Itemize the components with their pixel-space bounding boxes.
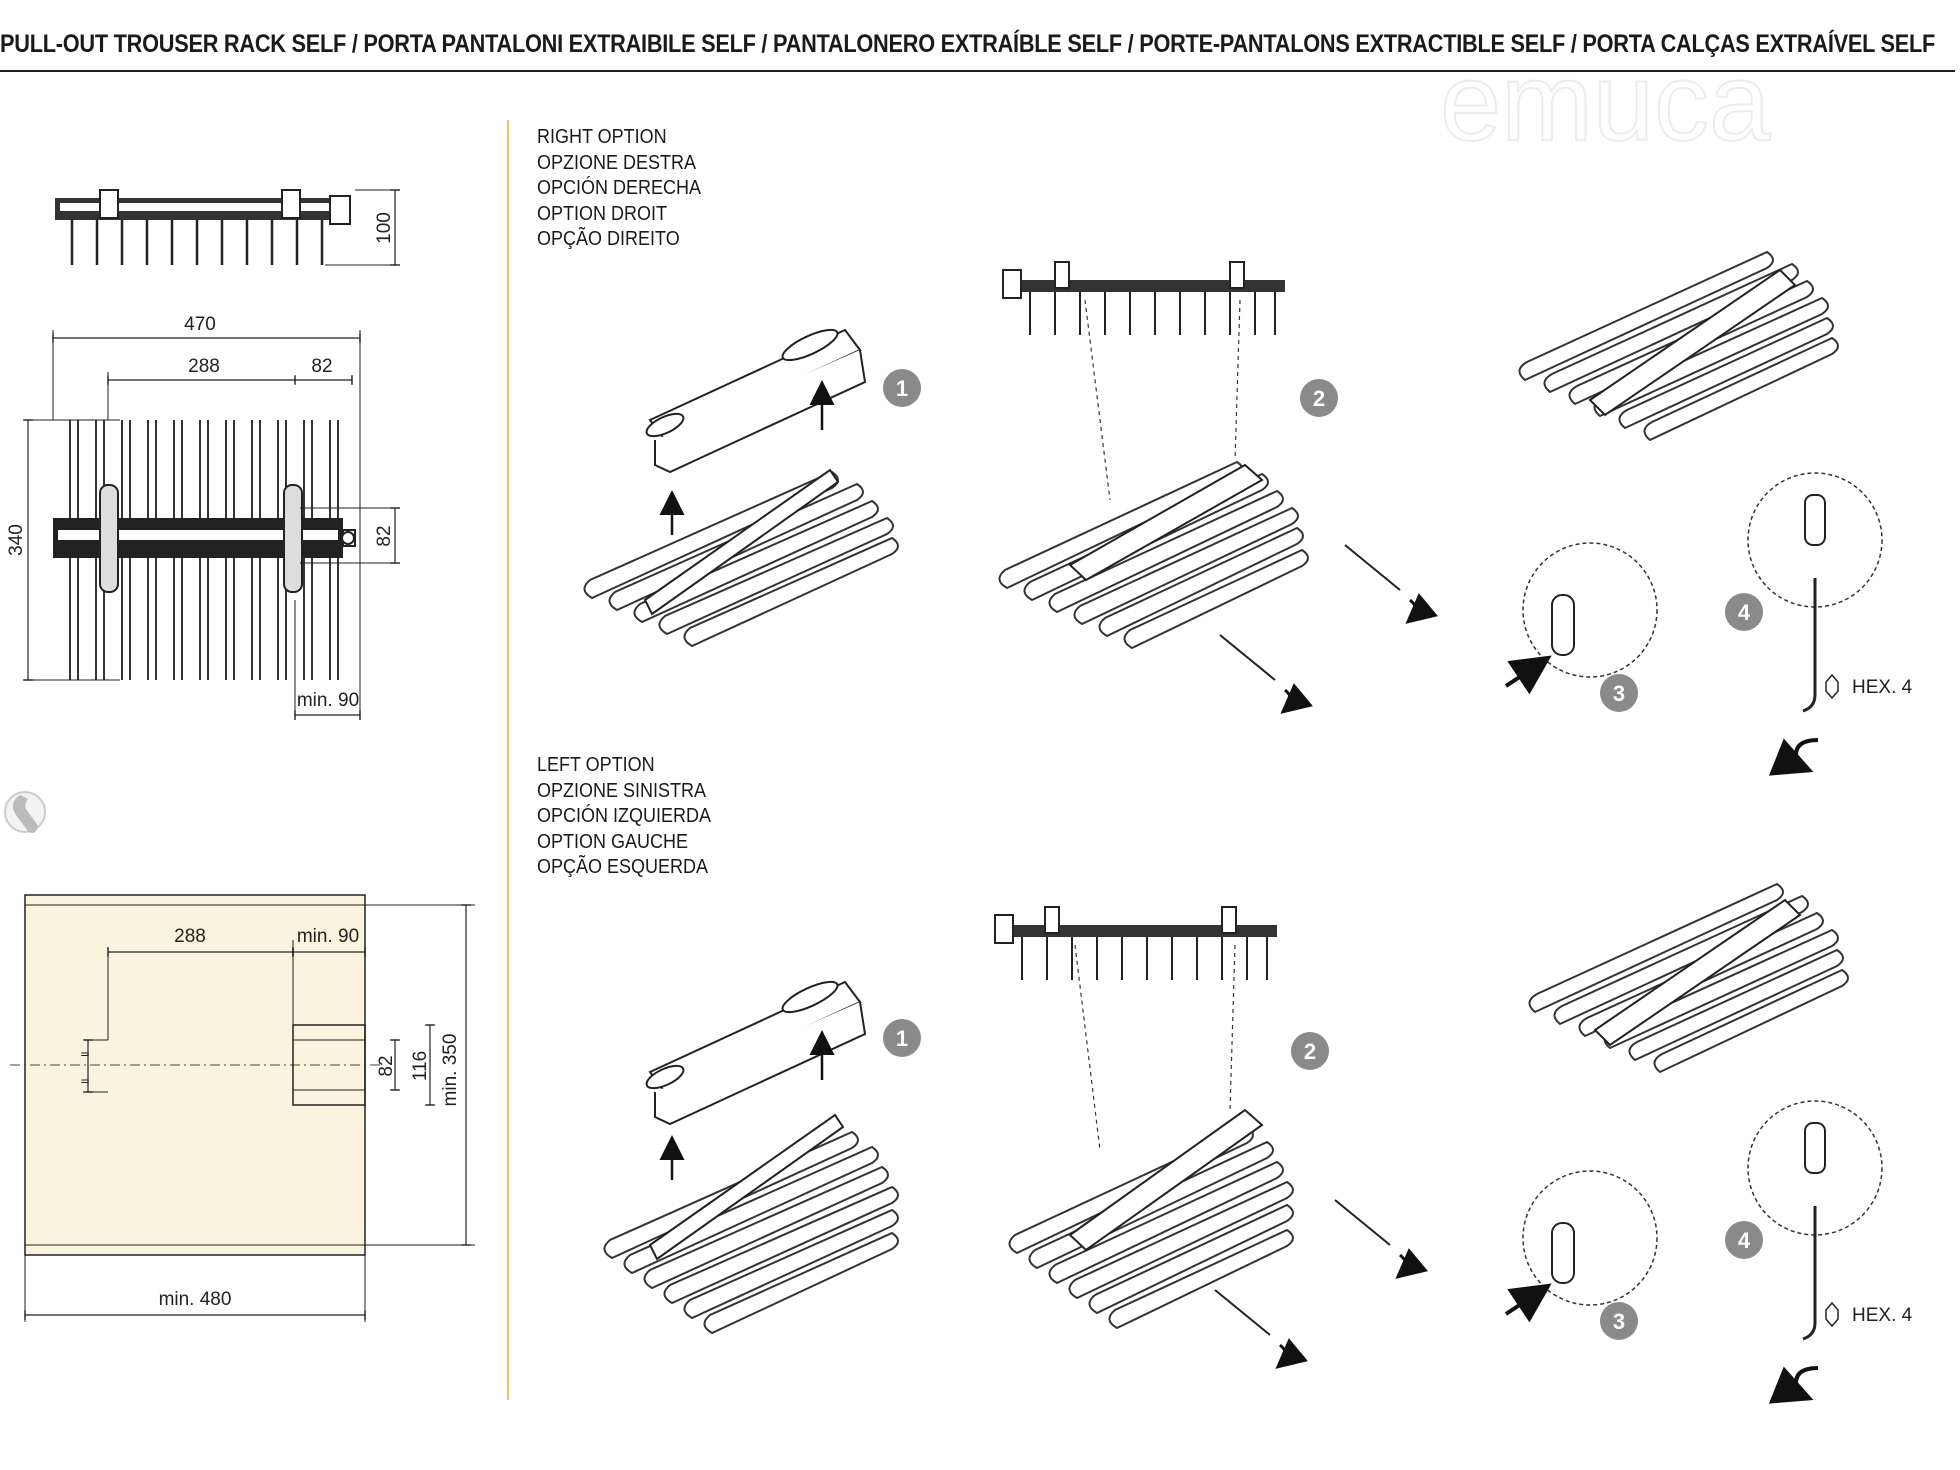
hex-key-icon	[1802, 578, 1817, 713]
step-3-4-illustration: HEX. 4	[1504, 882, 1913, 1404]
dim-cabinet-min-height: min. 350	[440, 1034, 461, 1107]
left-option-labels: LEFT OPTION OPZIONE SINISTRA OPCIÓN IZQU…	[537, 753, 711, 881]
section-divider	[507, 120, 509, 1400]
step-badge: 1	[883, 1019, 921, 1057]
rotate-arrow-icon	[1768, 738, 1819, 776]
dim-offset: 82	[311, 356, 332, 377]
option-label: OPCIÓN DERECHA	[537, 177, 702, 199]
step-badge: 2	[1300, 379, 1338, 417]
option-label: RIGHT OPTION	[537, 126, 667, 148]
dim-depth: 340	[6, 524, 27, 556]
step-2-illustration	[998, 261, 1439, 714]
option-label: OPÇÃO ESQUERDA	[537, 856, 709, 878]
cabinet-panel-drawing: 288 min. 90 = = 82 116 min. 350 min. 480	[10, 894, 475, 1322]
step-badge: 3	[1600, 674, 1638, 712]
svg-text:=: =	[80, 1047, 90, 1061]
watermark-logo: emuca	[1440, 41, 1771, 164]
rack-side-view: 100	[55, 189, 400, 266]
option-label: OPCIÓN IZQUIERDA	[537, 805, 712, 827]
svg-text:1: 1	[896, 376, 908, 401]
svg-text:3: 3	[1613, 1309, 1625, 1334]
option-label: OPZIONE SINISTRA	[537, 779, 707, 802]
svg-text:3: 3	[1613, 681, 1625, 706]
header-rule	[0, 70, 1955, 72]
dim-width: 470	[184, 314, 216, 335]
dim-spacing: 288	[188, 356, 220, 377]
dim-cabinet-hole: 82	[376, 1055, 397, 1076]
svg-text:1: 1	[896, 1026, 908, 1051]
hex-key-icon	[1825, 673, 1839, 700]
dim-cabinet-min-width: min. 480	[159, 1289, 232, 1310]
svg-text:=: =	[80, 1074, 90, 1088]
right-option-labels: RIGHT OPTION OPZIONE DESTRA OPCIÓN DEREC…	[537, 125, 701, 253]
hex-key-icon	[1802, 1206, 1817, 1341]
page-title: PULL-OUT TROUSER RACK SELF / PORTA PANTA…	[0, 30, 1936, 58]
step-badge: 4	[1725, 1221, 1763, 1259]
option-label: OPTION DROIT	[537, 202, 668, 225]
rack-plan-view: 470 288 82 340	[6, 314, 400, 720]
tool-label: HEX. 4	[1852, 1305, 1913, 1326]
option-label: OPTION GAUCHE	[537, 830, 689, 853]
option-label: LEFT OPTION	[537, 754, 655, 776]
svg-text:4: 4	[1738, 600, 1751, 625]
right-option-steps: HEX. 4	[583, 250, 1913, 776]
tool-label: HEX. 4	[1852, 677, 1913, 698]
step-badge: 3	[1600, 1302, 1638, 1340]
left-option-steps: HEX. 4	[603, 882, 1913, 1404]
step-2-illustration	[994, 906, 1429, 1369]
dim-cabinet-min-side: min. 90	[297, 926, 359, 947]
svg-text:2: 2	[1313, 386, 1325, 411]
hex-key-icon	[1825, 1301, 1839, 1328]
step-badge: 2	[1291, 1032, 1329, 1070]
dim-min-side: min. 90	[297, 690, 359, 711]
option-label: OPZIONE DESTRA	[537, 151, 697, 174]
rotate-arrow-icon	[1768, 1366, 1819, 1404]
dim-cabinet-spacing: 288	[174, 926, 206, 947]
step-1-illustration	[603, 980, 899, 1335]
step-badges: 1 2 3 4 1 2 3 4	[883, 369, 1763, 1340]
svg-text:2: 2	[1304, 1039, 1316, 1064]
svg-text:4: 4	[1738, 1228, 1751, 1253]
step-1-illustration	[583, 328, 899, 648]
step-badge: 4	[1725, 593, 1763, 631]
dim-rail: 82	[374, 525, 395, 546]
step-3-4-illustration: HEX. 4	[1504, 250, 1913, 776]
dim-height: 100	[374, 212, 395, 244]
wrench-icon	[4, 791, 46, 833]
dim-cabinet-hole-outer: 116	[410, 1051, 431, 1081]
option-label: OPÇÃO DIREITO	[537, 228, 680, 250]
step-badge: 1	[883, 369, 921, 407]
